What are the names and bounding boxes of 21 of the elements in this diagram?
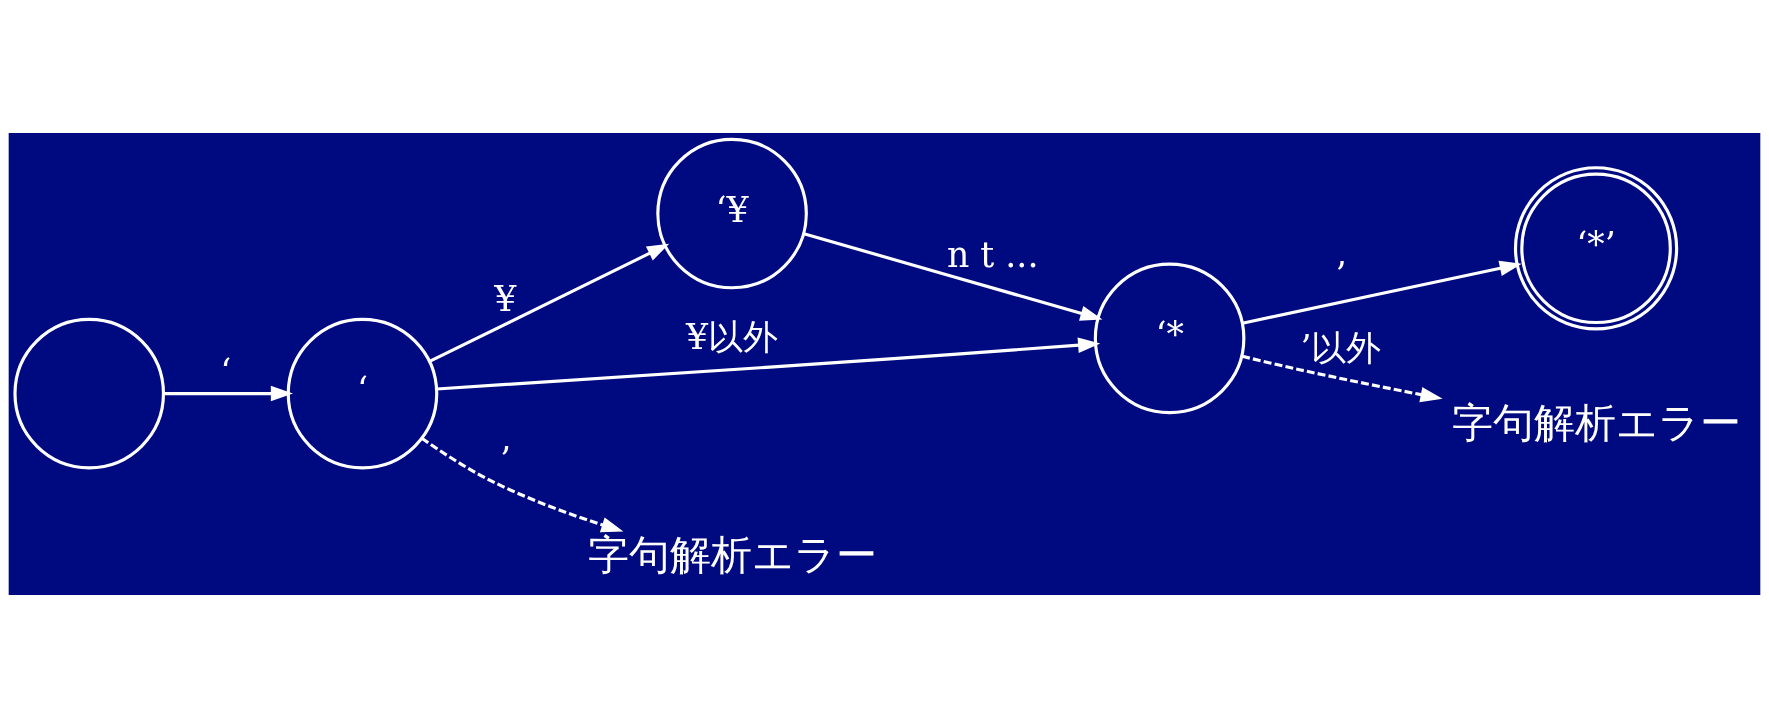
node-text: 字句解析エラー bbox=[1451, 398, 1741, 447]
arrow bbox=[1242, 260, 1522, 325]
arrow bbox=[163, 385, 293, 402]
node-circle bbox=[13, 317, 166, 470]
arrow bbox=[428, 243, 670, 363]
node-text: 字句解析エラー bbox=[587, 531, 877, 580]
node-circle: ‘*’ bbox=[1513, 166, 1679, 331]
arrow bbox=[803, 232, 1103, 321]
edge-label: n t ... bbox=[946, 234, 1039, 275]
edge-label: ¥以外 bbox=[686, 316, 779, 357]
edge-label: ’以外 bbox=[1300, 327, 1382, 368]
arrow bbox=[436, 337, 1101, 391]
edge-label: ‘ bbox=[220, 351, 232, 392]
node-circle: ‘ bbox=[286, 317, 439, 470]
edge-label: ¥ bbox=[494, 278, 517, 319]
edge-label: ’ bbox=[1335, 255, 1347, 296]
edge-label: ’ bbox=[499, 439, 511, 480]
arrow bbox=[420, 436, 624, 533]
node-circle: ‘¥ bbox=[656, 137, 808, 290]
node-circle: ‘* bbox=[1093, 262, 1246, 415]
arrow bbox=[1241, 354, 1443, 403]
